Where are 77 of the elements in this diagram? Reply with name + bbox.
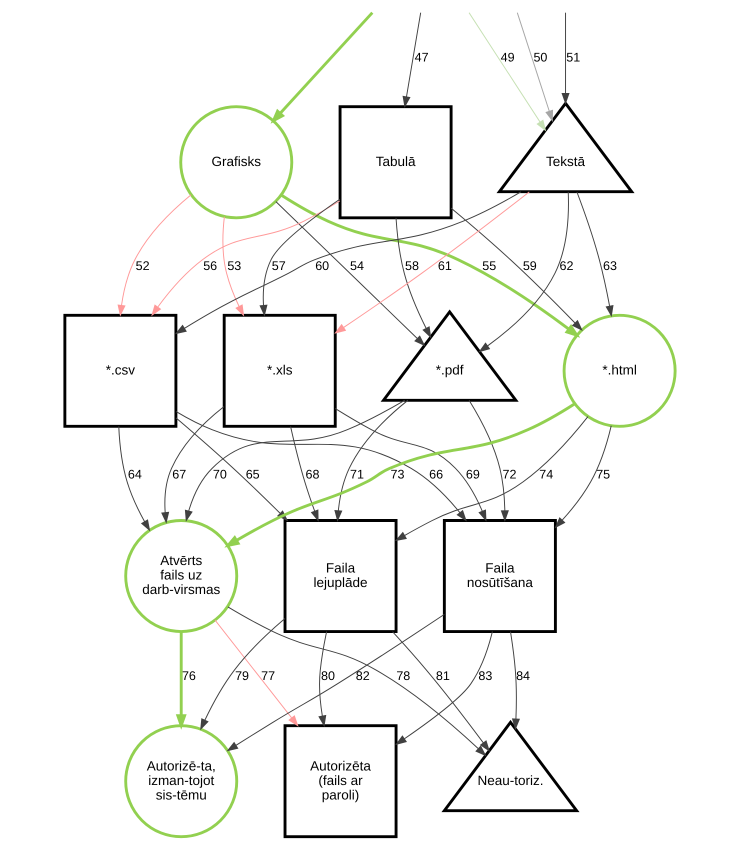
arrow — [510, 631, 520, 730]
edge-label: 67 — [172, 467, 186, 482]
arrow — [396, 217, 432, 338]
arrow — [318, 631, 328, 728]
edge-label: 57 — [272, 258, 286, 273]
arrow — [290, 426, 319, 522]
edge-label: 69 — [466, 467, 480, 482]
edge-label: 47 — [414, 50, 429, 64]
arrow — [576, 192, 614, 318]
arrow — [224, 402, 576, 548]
edge-label: 74 — [539, 467, 554, 482]
edge-label: 60 — [315, 258, 330, 273]
edge-label: 83 — [478, 669, 492, 684]
edge-label: 80 — [321, 669, 335, 684]
node-box: Faila lejuplāde — [284, 519, 398, 633]
node-circle: Grafisks — [179, 105, 294, 220]
edge-label: 71 — [350, 467, 364, 482]
arrow — [118, 426, 150, 532]
edge-label: 75 — [596, 467, 610, 482]
arrow — [200, 618, 286, 730]
edge-label: 61 — [438, 258, 452, 273]
edge-label: 55 — [482, 258, 496, 273]
edge-label: 56 — [203, 258, 218, 273]
edge-label: 62 — [560, 258, 574, 273]
arrow — [161, 406, 224, 524]
edge-label: 53 — [227, 258, 242, 273]
edge-label: 65 — [246, 467, 260, 482]
arrow — [227, 606, 486, 756]
edge-label: 63 — [602, 258, 617, 273]
node-box: Tabulā — [338, 105, 453, 220]
edge-label: 51 — [566, 50, 580, 64]
edge-label: 82 — [356, 669, 370, 684]
node-box: Autorizēta (fails ar paroli) — [284, 724, 398, 838]
arrow — [450, 208, 583, 332]
arrow — [226, 614, 445, 752]
edge-label: 50 — [533, 50, 548, 64]
edge-label: 70 — [212, 467, 227, 482]
arrow — [214, 620, 299, 727]
arrow — [334, 191, 530, 334]
edge-label: 66 — [429, 467, 444, 482]
arrow — [334, 408, 486, 522]
edge-label: 72 — [502, 467, 517, 482]
edge-label: 73 — [390, 467, 405, 482]
arrow — [561, 12, 570, 105]
arrow — [259, 198, 340, 317]
edge-label: 49 — [500, 50, 515, 64]
edge-label: 84 — [516, 669, 530, 684]
arrow — [468, 400, 509, 522]
edge-label: 81 — [436, 669, 450, 684]
arrow — [118, 194, 192, 317]
arrow — [270, 12, 374, 124]
arrow — [478, 191, 569, 352]
arrow — [402, 12, 422, 108]
node-box: Faila nosūtīšana — [442, 519, 557, 633]
edge-label: 68 — [306, 467, 320, 482]
edge-label: 79 — [235, 669, 250, 684]
arrow — [468, 12, 546, 132]
node-box: *.csv — [63, 314, 178, 428]
arrow — [151, 200, 340, 316]
arrow — [176, 632, 187, 730]
node-box: *.xls — [222, 314, 337, 428]
edge-label: 59 — [522, 258, 537, 273]
edge-label: 64 — [128, 467, 142, 482]
arrow — [280, 194, 580, 338]
arrow — [222, 216, 244, 316]
arrow — [334, 400, 408, 522]
edge-label: 76 — [182, 669, 196, 684]
edge-label: 52 — [136, 258, 150, 273]
arrow — [174, 191, 522, 334]
arrow — [554, 425, 612, 528]
edge-label: 78 — [396, 669, 410, 684]
arrow — [275, 201, 426, 346]
edge-label: 54 — [350, 258, 364, 273]
arrow — [516, 12, 554, 122]
arrow — [394, 416, 588, 542]
edge-label: 58 — [405, 258, 419, 273]
edge-label: 77 — [261, 669, 276, 684]
